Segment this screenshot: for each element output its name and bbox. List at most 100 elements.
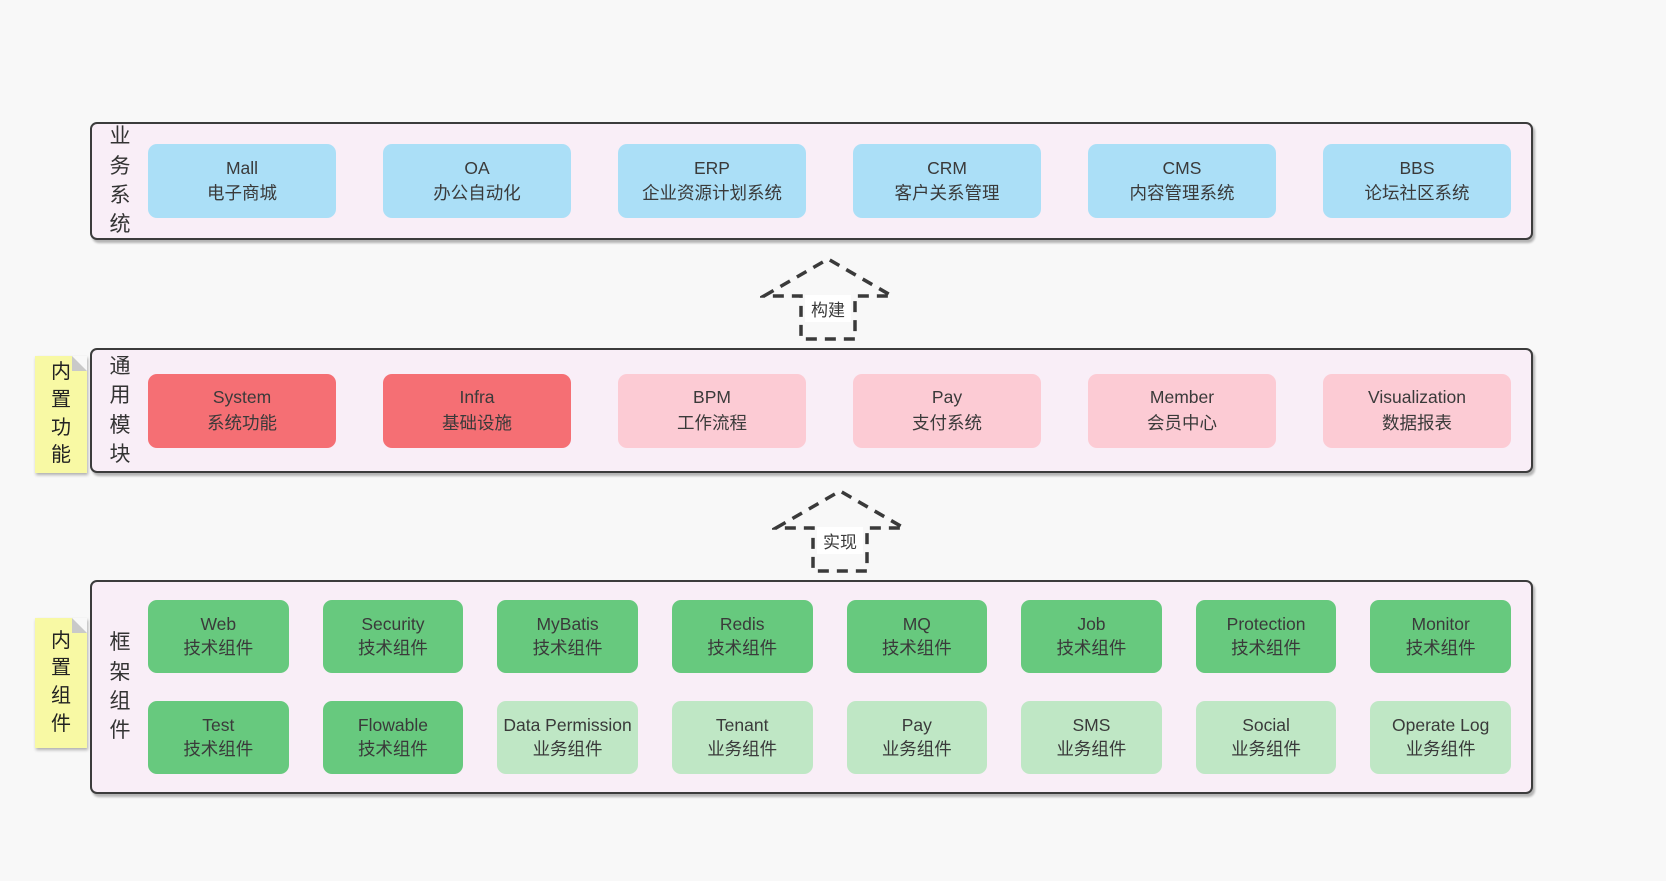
- box-bpm-title: BPM: [693, 387, 731, 408]
- box-redis: Redis 技术组件: [671, 600, 813, 673]
- build-arrow-label: 构建: [805, 295, 851, 322]
- box-data-permission: Data Permission 业务组件: [497, 701, 638, 774]
- components-layer-label: 框架组件: [92, 582, 148, 792]
- box-bbs: BBS 论坛社区系统: [1323, 144, 1511, 218]
- box-mall: Mall 电子商城: [148, 144, 336, 218]
- box-system: System 系统功能: [148, 373, 336, 448]
- implement-arrow-shape: [772, 488, 908, 573]
- sticky-builtin-components-text: 内置组件: [51, 629, 71, 735]
- box-job-subtitle: 技术组件: [1056, 637, 1127, 658]
- business-layer-label: 业务系统: [92, 124, 148, 238]
- box-flowable: Flowable 技术组件: [322, 701, 464, 774]
- sticky-note-builtin-features: 内置功能: [35, 356, 87, 473]
- sticky-builtin-features-text: 内置功能: [51, 361, 71, 467]
- box-member-subtitle: 会员中心: [1147, 412, 1217, 433]
- box-cms: CMS 内容管理系统: [1088, 144, 1276, 218]
- box-web-subtitle: 技术组件: [183, 637, 254, 658]
- box-pay-component-title: Pay: [901, 715, 932, 736]
- box-tenant-title: Tenant: [715, 715, 769, 736]
- box-test-title: Test: [202, 715, 235, 736]
- components-boxes-grid: Web 技术组件 Security 技术组件 MyBatis 技术组件 Redi…: [148, 582, 1531, 792]
- box-operate-log-subtitle: 业务组件: [1405, 738, 1476, 759]
- box-visualization-title: Visualization: [1368, 387, 1466, 408]
- build-arrow: 构建: [760, 255, 896, 343]
- build-arrow-shape: [760, 256, 896, 341]
- box-protection: Protection 技术组件: [1195, 600, 1337, 673]
- components-layer-label-text: 框架组件: [109, 631, 131, 743]
- box-tenant-subtitle: 业务组件: [707, 738, 778, 759]
- framework-components-layer: 框架组件 Web 技术组件 Security 技术组件 MyBatis 技术组件…: [90, 580, 1533, 794]
- box-member-title: Member: [1149, 387, 1215, 408]
- box-mq: MQ 技术组件: [846, 600, 988, 673]
- box-tenant: Tenant 业务组件: [671, 701, 813, 774]
- box-mall-subtitle: 电子商城: [207, 183, 277, 203]
- box-crm-subtitle: 客户关系管理: [894, 183, 1000, 203]
- box-erp-title: ERP: [694, 157, 730, 178]
- box-oa-subtitle: 办公自动化: [433, 183, 521, 203]
- box-security-title: Security: [361, 614, 425, 635]
- box-crm: CRM 客户关系管理: [853, 144, 1041, 218]
- box-sms-subtitle: 业务组件: [1056, 738, 1127, 759]
- box-mybatis-title: MyBatis: [536, 614, 599, 635]
- box-monitor-title: Monitor: [1411, 614, 1470, 635]
- box-operate-log: Operate Log 业务组件: [1370, 701, 1511, 774]
- box-system-subtitle: 系统功能: [207, 412, 277, 433]
- sticky-note-builtin-components: 内置组件: [35, 618, 87, 748]
- box-erp: ERP 企业资源计划系统: [618, 144, 806, 218]
- implement-arrow: 实现: [772, 487, 908, 575]
- modules-layer-label-text: 通用模块: [109, 354, 131, 466]
- common-modules-layer: 通用模块 System 系统功能 Infra 基础设施 BPM 工作流程 Pay…: [90, 348, 1533, 473]
- box-web: Web 技术组件: [148, 600, 289, 673]
- box-pay-component: Pay 业务组件: [846, 701, 988, 774]
- modules-layer-label: 通用模块: [92, 350, 148, 471]
- box-redis-title: Redis: [719, 614, 765, 635]
- box-pay-module-subtitle: 支付系统: [912, 412, 982, 433]
- box-bbs-title: BBS: [1399, 157, 1435, 178]
- box-mq-subtitle: 技术组件: [881, 637, 952, 658]
- box-operate-log-title: Operate Log: [1392, 715, 1490, 736]
- box-infra-title: Infra: [459, 387, 495, 408]
- box-oa-title: OA: [464, 157, 490, 178]
- box-test: Test 技术组件: [148, 701, 289, 774]
- box-bpm-subtitle: 工作流程: [677, 412, 747, 433]
- box-mq-title: MQ: [902, 614, 931, 635]
- box-mybatis-subtitle: 技术组件: [532, 637, 603, 658]
- implement-arrow-label: 实现: [817, 527, 863, 554]
- box-flowable-title: Flowable: [357, 715, 428, 736]
- box-visualization-subtitle: 数据报表: [1382, 412, 1452, 433]
- box-pay-module: Pay 支付系统: [853, 373, 1041, 448]
- box-job: Job 技术组件: [1021, 600, 1162, 673]
- box-test-subtitle: 技术组件: [183, 738, 254, 759]
- box-cms-subtitle: 内容管理系统: [1129, 183, 1235, 203]
- box-bpm: BPM 工作流程: [618, 373, 806, 448]
- box-social-subtitle: 业务组件: [1231, 738, 1302, 759]
- business-layer-label-text: 业务系统: [109, 125, 131, 237]
- box-erp-subtitle: 企业资源计划系统: [642, 183, 782, 203]
- box-web-title: Web: [200, 614, 237, 635]
- box-redis-subtitle: 技术组件: [707, 637, 778, 658]
- box-sms: SMS 业务组件: [1021, 701, 1162, 774]
- modules-boxes-row: System 系统功能 Infra 基础设施 BPM 工作流程 Pay 支付系统…: [148, 350, 1531, 471]
- box-infra-subtitle: 基础设施: [442, 412, 512, 433]
- box-mall-title: Mall: [225, 157, 259, 178]
- box-pay-module-title: Pay: [931, 387, 963, 408]
- business-boxes-row: Mall 电子商城 OA 办公自动化 ERP 企业资源计划系统 CRM 客户关系…: [148, 124, 1531, 238]
- box-security: Security 技术组件: [322, 600, 464, 673]
- box-cms-title: CMS: [1162, 157, 1202, 178]
- box-visualization: Visualization 数据报表: [1323, 373, 1511, 448]
- box-security-subtitle: 技术组件: [357, 637, 428, 658]
- box-infra: Infra 基础设施: [383, 373, 571, 448]
- box-data-permission-title: Data Permission: [503, 715, 632, 736]
- box-oa: OA 办公自动化: [383, 144, 571, 218]
- box-social: Social 业务组件: [1195, 701, 1337, 774]
- box-sms-title: SMS: [1072, 715, 1111, 736]
- box-flowable-subtitle: 技术组件: [357, 738, 428, 759]
- box-monitor: Monitor 技术组件: [1370, 600, 1511, 673]
- box-data-permission-subtitle: 业务组件: [532, 738, 603, 759]
- box-monitor-subtitle: 技术组件: [1405, 637, 1476, 658]
- box-pay-component-subtitle: 业务组件: [881, 738, 952, 759]
- box-job-title: Job: [1077, 614, 1106, 635]
- box-social-title: Social: [1242, 715, 1290, 736]
- box-mybatis: MyBatis 技术组件: [497, 600, 638, 673]
